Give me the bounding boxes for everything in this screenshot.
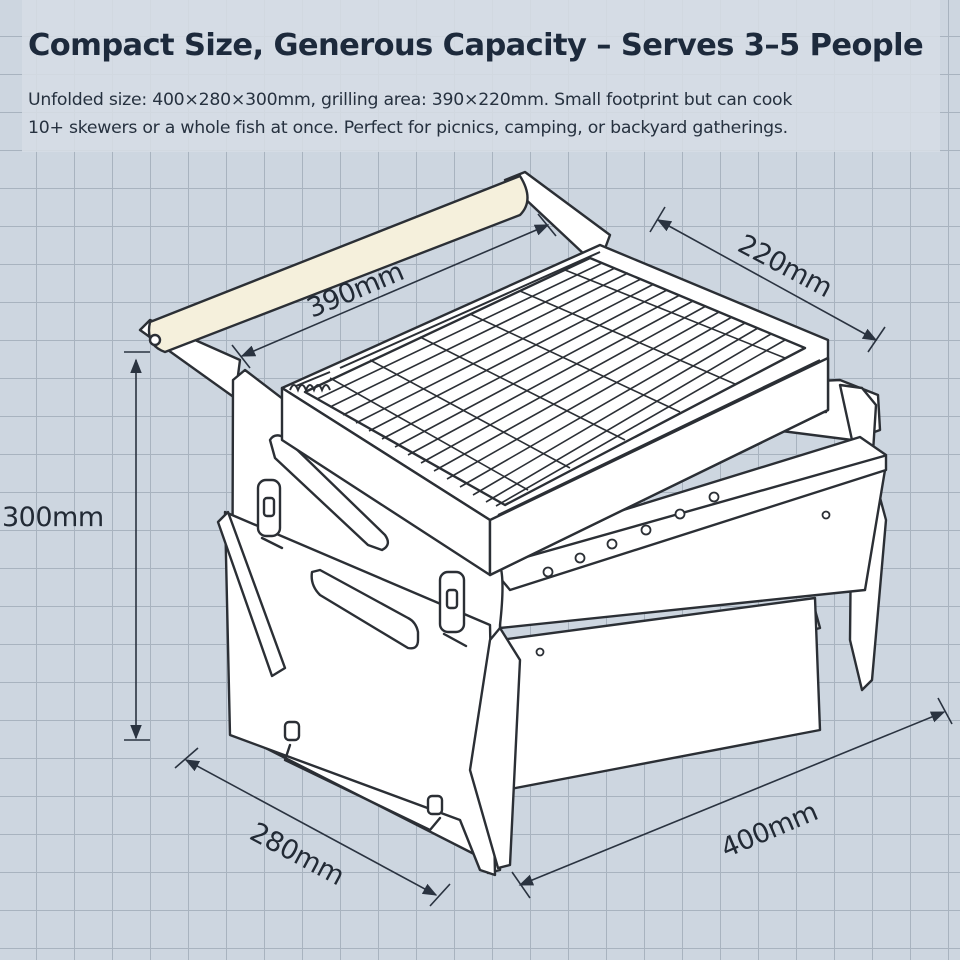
dim-width-tick-a xyxy=(511,871,531,899)
right-leg xyxy=(468,626,522,870)
dim-grill-width-tick-a xyxy=(231,344,251,369)
dim-width-line xyxy=(518,711,946,886)
header-panel: Compact Size, Generous Capacity – Serves… xyxy=(22,0,940,152)
latch-right xyxy=(438,570,468,648)
dim-width-label: 400mm xyxy=(717,796,823,864)
page-title: Compact Size, Generous Capacity – Serves… xyxy=(28,28,924,63)
dim-grill-width-line xyxy=(240,224,550,357)
dim-depth-tick-b xyxy=(429,883,451,907)
left-leg xyxy=(216,510,287,678)
page-subtitle: Unfolded size: 400×280×300mm, grilling a… xyxy=(28,86,940,142)
latch-left xyxy=(256,478,284,550)
front-slot xyxy=(310,568,420,650)
subtitle-line-1: Unfolded size: 400×280×300mm, grilling a… xyxy=(28,90,793,110)
dim-depth-tick-a xyxy=(174,747,199,769)
dim-depth-line xyxy=(184,759,438,896)
dim-grill-width-tick-b xyxy=(537,213,557,237)
handle-pivot xyxy=(148,333,162,347)
grate-teeth-front xyxy=(289,371,331,393)
dim-grill-depth-label: 220mm xyxy=(733,229,837,304)
wire-clip-left xyxy=(283,720,301,742)
dim-depth-label: 280mm xyxy=(245,817,349,892)
firebox-rim-edge xyxy=(503,454,886,565)
dim-grill-depth-tick-b xyxy=(867,326,886,353)
dim-grill-depth-line xyxy=(656,219,878,341)
lower-body xyxy=(498,596,822,792)
grate-tray-side-lip xyxy=(488,356,830,577)
dim-width-tick-b xyxy=(937,697,953,725)
side-slot xyxy=(268,434,390,552)
vent-holes xyxy=(535,491,831,657)
subtitle-line-2: 10+ skewers or a whole fish at once. Per… xyxy=(28,118,788,138)
dim-height-label: 300mm xyxy=(2,502,104,533)
grate-teeth-right xyxy=(497,359,821,516)
wire-clip-right xyxy=(426,794,444,816)
dim-grill-depth-tick-a xyxy=(649,206,666,233)
